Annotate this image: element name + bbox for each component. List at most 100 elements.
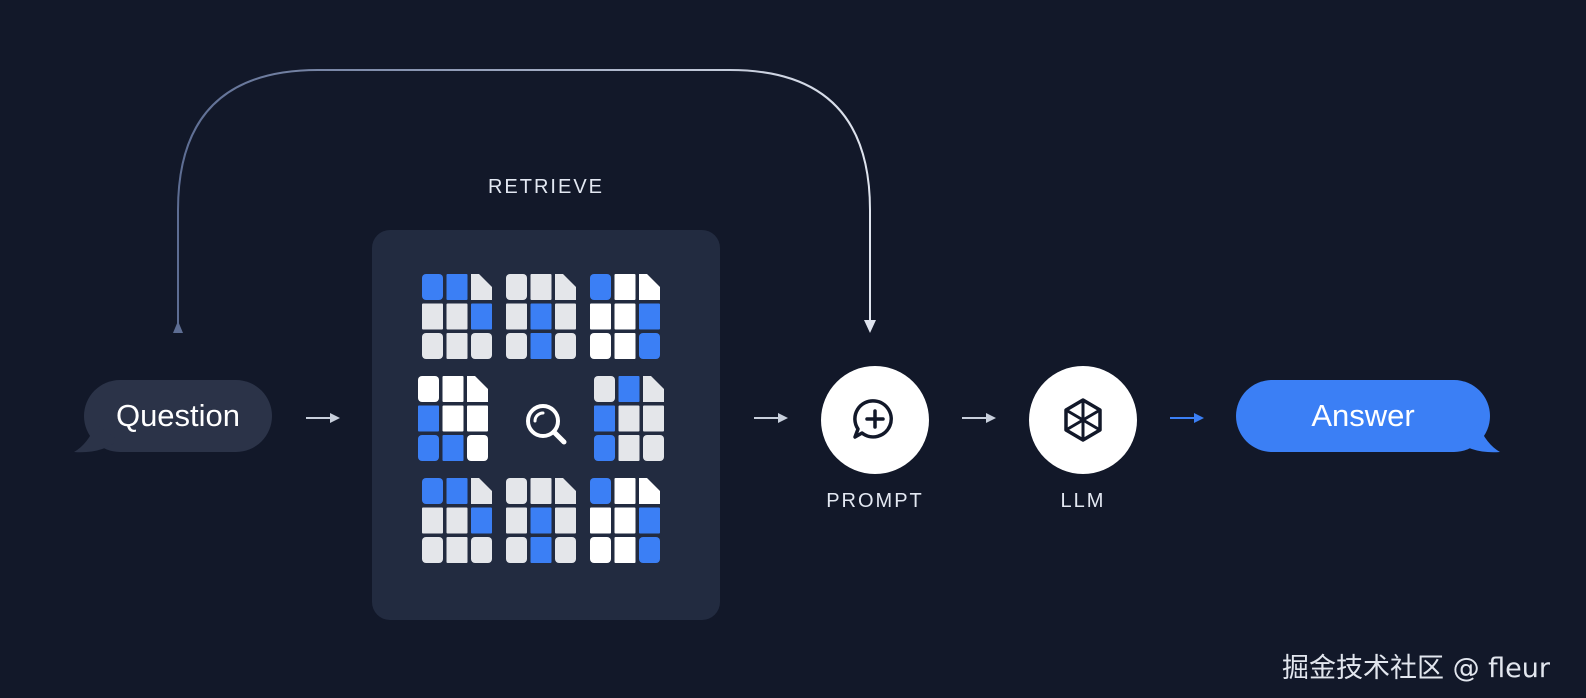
document-icon: [506, 274, 576, 359]
document-cell: [639, 303, 660, 330]
document-cell: [639, 507, 660, 534]
document-icon: [590, 274, 660, 359]
document-cell: [639, 537, 660, 563]
document-cell: [555, 303, 576, 330]
document-cell: [422, 507, 443, 534]
arrow-prompt-to-llm: [962, 413, 996, 423]
document-cell: [555, 478, 576, 504]
retrieve-title: RETRIEVE: [487, 176, 605, 198]
document-cell: [590, 274, 611, 300]
document-cell: [530, 537, 552, 563]
document-cell: [506, 537, 527, 563]
document-cell: [594, 435, 615, 461]
document-cell: [418, 376, 439, 402]
document-cell: [471, 274, 492, 300]
document-cell: [555, 537, 576, 563]
answer-bubble: [1236, 380, 1500, 453]
document-cell: [418, 435, 439, 461]
document-cell: [530, 303, 552, 330]
document-cell: [446, 333, 468, 359]
retrieve-panel: [372, 230, 720, 620]
document-cell: [446, 507, 468, 534]
document-cell: [530, 274, 552, 300]
document-cell: [614, 478, 636, 504]
document-cell: [422, 274, 443, 300]
document-icon: [418, 376, 488, 461]
arrow-question-to-retrieve: [306, 413, 340, 423]
document-cell: [471, 303, 492, 330]
document-cell: [618, 405, 640, 432]
document-cell: [590, 537, 611, 563]
document-cell: [614, 333, 636, 359]
document-cell: [590, 478, 611, 504]
question-to-prompt-arc: [177, 69, 871, 330]
document-cell: [614, 274, 636, 300]
document-cell: [467, 435, 488, 461]
arrow-retrieve-to-prompt: [754, 413, 788, 423]
document-cell: [618, 435, 640, 461]
document-cell: [506, 303, 527, 330]
document-cell: [422, 537, 443, 563]
document-cell: [614, 303, 636, 330]
arc-end-arrowhead: [864, 320, 876, 333]
document-icon: [422, 274, 492, 359]
answer-label: Answer: [1311, 398, 1415, 433]
document-cell: [639, 333, 660, 359]
llm-node: [1029, 366, 1137, 474]
document-cell: [506, 478, 527, 504]
arrow-llm-to-answer: [1170, 413, 1204, 423]
document-icon: [422, 478, 492, 563]
prompt-label: PROMPT: [826, 490, 924, 512]
document-cell: [594, 405, 615, 432]
document-cell: [530, 333, 552, 359]
document-icon: [590, 478, 660, 563]
document-icon: [594, 376, 664, 461]
document-cell: [471, 537, 492, 563]
document-cell: [446, 478, 468, 504]
document-cell: [442, 376, 464, 402]
watermark: 掘金技术社区 @ fleur: [1282, 653, 1550, 684]
llm-label: LLM: [1060, 490, 1106, 512]
document-icon: [506, 478, 576, 563]
document-cell: [555, 333, 576, 359]
document-cell: [467, 376, 488, 402]
document-cell: [422, 333, 443, 359]
document-cell: [555, 507, 576, 534]
document-cell: [643, 405, 664, 432]
document-cell: [471, 333, 492, 359]
document-cell: [614, 537, 636, 563]
document-cell: [446, 303, 468, 330]
document-cell: [422, 478, 443, 504]
document-cell: [555, 274, 576, 300]
document-cell: [471, 507, 492, 534]
document-cell: [639, 478, 660, 504]
question-label: Question: [115, 398, 241, 433]
document-cell: [639, 274, 660, 300]
document-cell: [643, 435, 664, 461]
document-cell: [614, 507, 636, 534]
chat-plus-icon: [853, 399, 893, 439]
document-cell: [471, 478, 492, 504]
document-cell: [643, 376, 664, 402]
document-cell: [590, 303, 611, 330]
document-cell: [506, 507, 527, 534]
arc-start-arrowhead: [173, 321, 183, 333]
document-cell: [506, 274, 527, 300]
document-cell: [446, 274, 468, 300]
prompt-node: [821, 366, 929, 474]
document-cell: [442, 435, 464, 461]
document-cell: [530, 507, 552, 534]
document-cell: [418, 405, 439, 432]
document-cell: [618, 376, 640, 402]
document-cell: [530, 478, 552, 504]
document-cell: [594, 376, 615, 402]
magnifier-icon: [526, 404, 567, 445]
document-cell: [442, 405, 464, 432]
cube-icon: [1064, 398, 1102, 442]
document-cell: [590, 333, 611, 359]
document-cell: [446, 537, 468, 563]
document-cell: [467, 405, 488, 432]
document-cell: [422, 303, 443, 330]
